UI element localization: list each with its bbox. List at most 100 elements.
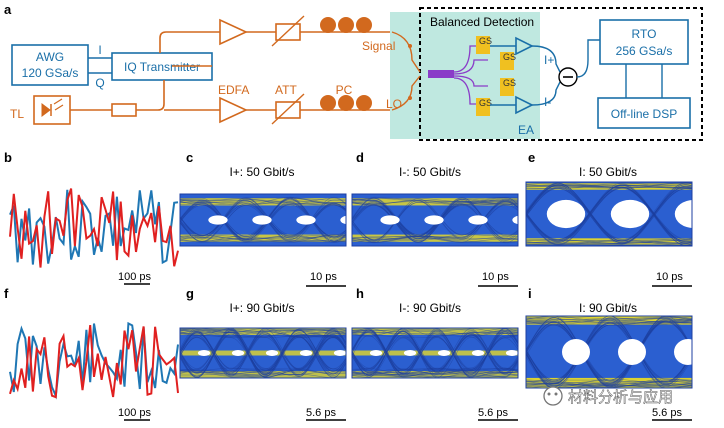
q-port-label: Q: [95, 76, 104, 90]
eye-trace: [526, 316, 692, 325]
rto-rate: 256 GSa/s: [616, 44, 673, 58]
splitter-box: [111, 103, 137, 117]
att-lo-box: [275, 101, 301, 119]
waveform-f: [9, 321, 179, 400]
eye-trace: [526, 320, 692, 383]
eye-trace: [352, 203, 518, 241]
eye-opening: [380, 215, 400, 225]
eye-title-g: I+: 90 Gbit/s: [229, 301, 294, 315]
eye-trace: [352, 349, 518, 378]
eye-opening: [231, 350, 245, 356]
eye-diagram-h: [351, 327, 519, 379]
wire-iplus: [531, 45, 561, 73]
eye-trace: [180, 331, 346, 375]
eye-diagram-d: [351, 193, 519, 247]
hybrid-outputs: [453, 45, 488, 105]
awg-label: AWG: [36, 50, 64, 64]
eye-trace: [352, 328, 518, 374]
i-minus-label: I-: [544, 95, 551, 109]
scale-bar-h: 5.6 ps: [478, 407, 518, 421]
eye-frame: [179, 193, 347, 247]
eye-opening: [265, 350, 279, 356]
eye-trace: [352, 203, 518, 240]
eye-trace: [180, 197, 346, 239]
awg-rate: 120 GSa/s: [22, 66, 79, 80]
eye-trace: [526, 316, 692, 384]
eye-level-band: [526, 238, 692, 245]
edfa-lo-icon: [219, 96, 248, 124]
eye-trace: [526, 185, 692, 243]
eye-trace: [526, 356, 692, 386]
eye-opening: [333, 350, 346, 356]
eye-title-d: I-: 50 Gbit/s: [399, 165, 461, 179]
eye-title-e: I: 50 Gbit/s: [579, 165, 637, 179]
eye-trace: [352, 197, 518, 236]
i-plus-label: I+: [544, 53, 554, 67]
gs-label: GS: [479, 36, 492, 46]
gs-label: GS: [503, 52, 516, 62]
tl-label: TL: [10, 107, 24, 121]
watermark-text: 材料分析与应用: [568, 388, 673, 406]
eye-frame: [351, 327, 519, 379]
eye-trace: [352, 198, 518, 236]
gs-pad-4: GS: [476, 98, 492, 116]
eye-trace: [352, 334, 518, 375]
eye-trace: [180, 200, 346, 242]
eye-trace: [526, 188, 692, 245]
eye-diagram-g: [179, 327, 347, 379]
eye-trace: [180, 199, 346, 240]
eye-trace: [352, 329, 518, 375]
fiber-lo-in: [391, 75, 421, 111]
laser-diode-icon: [41, 98, 64, 117]
eye-trace: [352, 229, 518, 241]
eye-frame: [179, 327, 347, 379]
eye-trace: [526, 182, 692, 246]
panel-label-g: g: [186, 286, 194, 301]
gs-pad-2: GS: [500, 52, 516, 70]
panel-label-c: c: [186, 150, 193, 165]
eye-trace: [180, 201, 346, 240]
laser-box: [33, 95, 71, 125]
eye-trace: [180, 328, 346, 377]
chip-area: [390, 12, 540, 139]
gs-label: GS: [503, 78, 516, 88]
eye-trace: [352, 331, 518, 376]
eye-trace: [180, 329, 346, 373]
watermark: 材料分析与应用: [543, 386, 673, 406]
coupler-dot: [408, 96, 412, 100]
panel-label-d: d: [356, 150, 364, 165]
eye-opening: [562, 339, 590, 365]
scale-bar-g: 5.6 ps: [306, 407, 346, 421]
eye-trace: [180, 197, 346, 239]
eye-trace: [526, 320, 692, 388]
dsp-label: Off-line DSP: [611, 107, 677, 121]
eye-trace: [352, 328, 518, 375]
eye-trace: [180, 196, 346, 243]
eye-trace: [352, 336, 518, 377]
eye-trace: [352, 198, 518, 243]
gs-pad-1: GS: [476, 36, 492, 54]
eye-trace: [352, 328, 518, 375]
ea-label: EA: [518, 123, 534, 137]
eye-trace: [526, 355, 692, 388]
eye-trace: [352, 201, 518, 240]
scale-text-i: 5.6 ps: [652, 407, 682, 419]
scale-text-e: 10 ps: [656, 271, 683, 283]
eye-title-c: I+: 50 Gbit/s: [229, 165, 294, 179]
eye-title-i: I: 90 Gbit/s: [579, 301, 637, 315]
awg-box: [11, 44, 89, 86]
eye-trace: [526, 239, 692, 245]
scale-bar-b: 100 ps: [118, 271, 152, 285]
eye-opening: [505, 350, 518, 356]
eye-trace: [352, 329, 518, 374]
scale-text-d: 10 ps: [482, 271, 509, 283]
eye-trace: [526, 322, 692, 387]
eye-trace: [180, 334, 346, 374]
scale-bar-c: 10 ps: [306, 271, 346, 287]
eye-trace: [352, 330, 518, 378]
hybrid-icon: [428, 70, 454, 78]
eye-trace: [526, 322, 692, 388]
wechat-icon: [543, 386, 563, 406]
eye-opening: [674, 200, 692, 228]
